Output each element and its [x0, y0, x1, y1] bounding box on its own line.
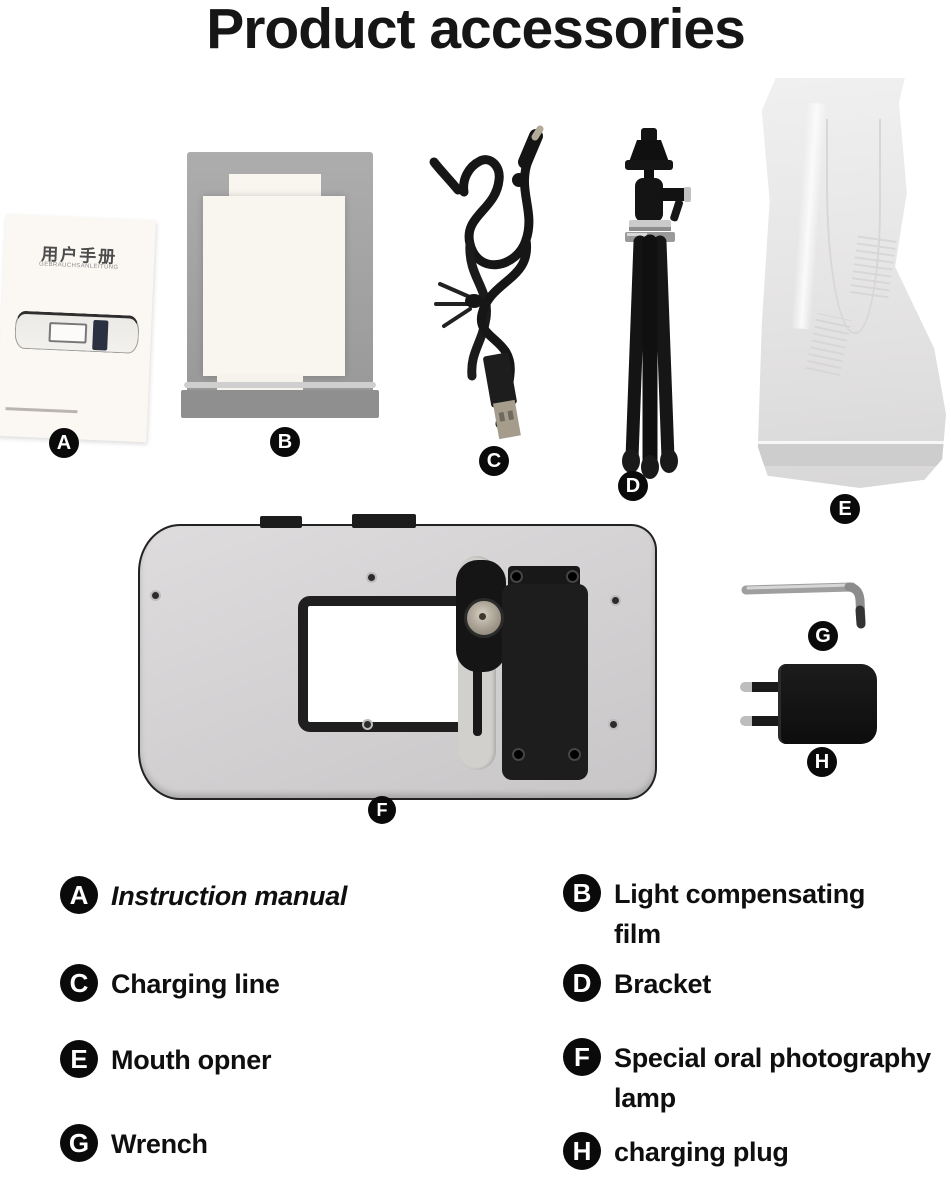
panel-tab-2: [352, 514, 416, 528]
legend-circle-d: D: [563, 964, 601, 1002]
film-tab-top: [229, 174, 321, 198]
plug-body: [778, 664, 877, 744]
light-compensating-film-photo: [181, 152, 379, 418]
legend-item-d: D Bracket: [563, 964, 711, 1004]
charging-plug-photo: [738, 664, 878, 746]
mount-plate: [502, 584, 588, 780]
item-label-b: B: [270, 427, 300, 457]
wrench-photo: [741, 582, 866, 629]
item-label-h: H: [807, 747, 837, 777]
item-label-c: C: [479, 446, 509, 476]
legend-label-g: Wrench: [111, 1129, 208, 1159]
item-label-a: A: [49, 428, 79, 458]
legend-label-d: Bracket: [614, 969, 711, 999]
bag-bottom-fold: [181, 390, 379, 418]
legend-label-b: Light compensating film: [614, 879, 866, 949]
legend-item-a: A Instruction manual: [60, 876, 347, 916]
panel-window: [298, 596, 470, 732]
plate-bolt-2: [568, 572, 577, 581]
legend-circle-g: G: [60, 1124, 98, 1162]
plug-pin-bottom: [740, 716, 782, 726]
plug-pin-top: [740, 682, 782, 692]
bag-bottom-fold: [757, 441, 947, 466]
plate-bolt: [512, 572, 521, 581]
panel-screw-hole: [368, 574, 375, 581]
plate-bolt-4: [570, 750, 579, 759]
mouth-opener-outline: [826, 119, 882, 335]
film-body: [203, 196, 345, 376]
manual-cover-device-image: [14, 307, 140, 362]
legend-circle-b: B: [563, 874, 601, 912]
item-label-g: G: [808, 621, 838, 651]
charging-cable-photo: [429, 125, 544, 440]
plate-bolt-3: [514, 750, 523, 759]
item-label-d: D: [618, 471, 648, 501]
legend-circle-e: E: [60, 1040, 98, 1078]
legend-item-g: G Wrench: [60, 1124, 208, 1164]
panel-screw-hole-3: [364, 721, 371, 728]
manual-footnote-line: [5, 407, 78, 414]
legend-circle-c: C: [60, 964, 98, 1002]
item-label-f: F: [368, 796, 396, 824]
manual-device-clip: [92, 319, 109, 351]
mouth-opener-ridges-2: [805, 312, 852, 377]
legend-item-h: H charging plug: [563, 1132, 789, 1172]
item-label-e: E: [830, 494, 860, 524]
legend-label-e: Mouth opner: [111, 1045, 272, 1075]
instruction-manual-photo: 用户手册 GEBRAUCHSANLEITUNG: [0, 214, 156, 443]
legend-item-f: F Special oral photography lamp: [563, 1038, 951, 1118]
oral-photography-lamp-photo: [138, 514, 657, 800]
bracket-tripod-photo: [622, 128, 691, 479]
page-title: Product accessories: [206, 0, 746, 61]
legend-item-e: E Mouth opner: [60, 1040, 271, 1080]
legend-circle-a: A: [60, 876, 98, 914]
panel-screw-hole-2: [152, 592, 159, 599]
panel-screw-hole-5: [610, 721, 617, 728]
slider-slot: [473, 634, 482, 736]
bag-highlight: [791, 102, 827, 329]
legend-circle-h: H: [563, 1132, 601, 1170]
legend-circle-f: F: [563, 1038, 601, 1076]
bag-zip-line: [184, 382, 376, 388]
panel-tab: [260, 516, 302, 528]
legend-label-a: Instruction manual: [111, 881, 348, 911]
manual-device-window: [48, 321, 88, 344]
legend-item-c: C Charging line: [60, 964, 280, 1004]
legend-label-h: charging plug: [614, 1137, 789, 1167]
mouth-opener-ridges: [849, 231, 898, 298]
panel-screw-hole-4: [612, 597, 619, 604]
usb-connector: [483, 352, 521, 440]
legend-label-c: Charging line: [111, 969, 280, 999]
legend-label-f: Special oral photography lamp: [614, 1043, 931, 1113]
legend-item-b: B Light compensating film: [563, 874, 894, 954]
pivot-screw: [464, 598, 504, 638]
mouth-opener-bag-photo: [757, 78, 947, 488]
